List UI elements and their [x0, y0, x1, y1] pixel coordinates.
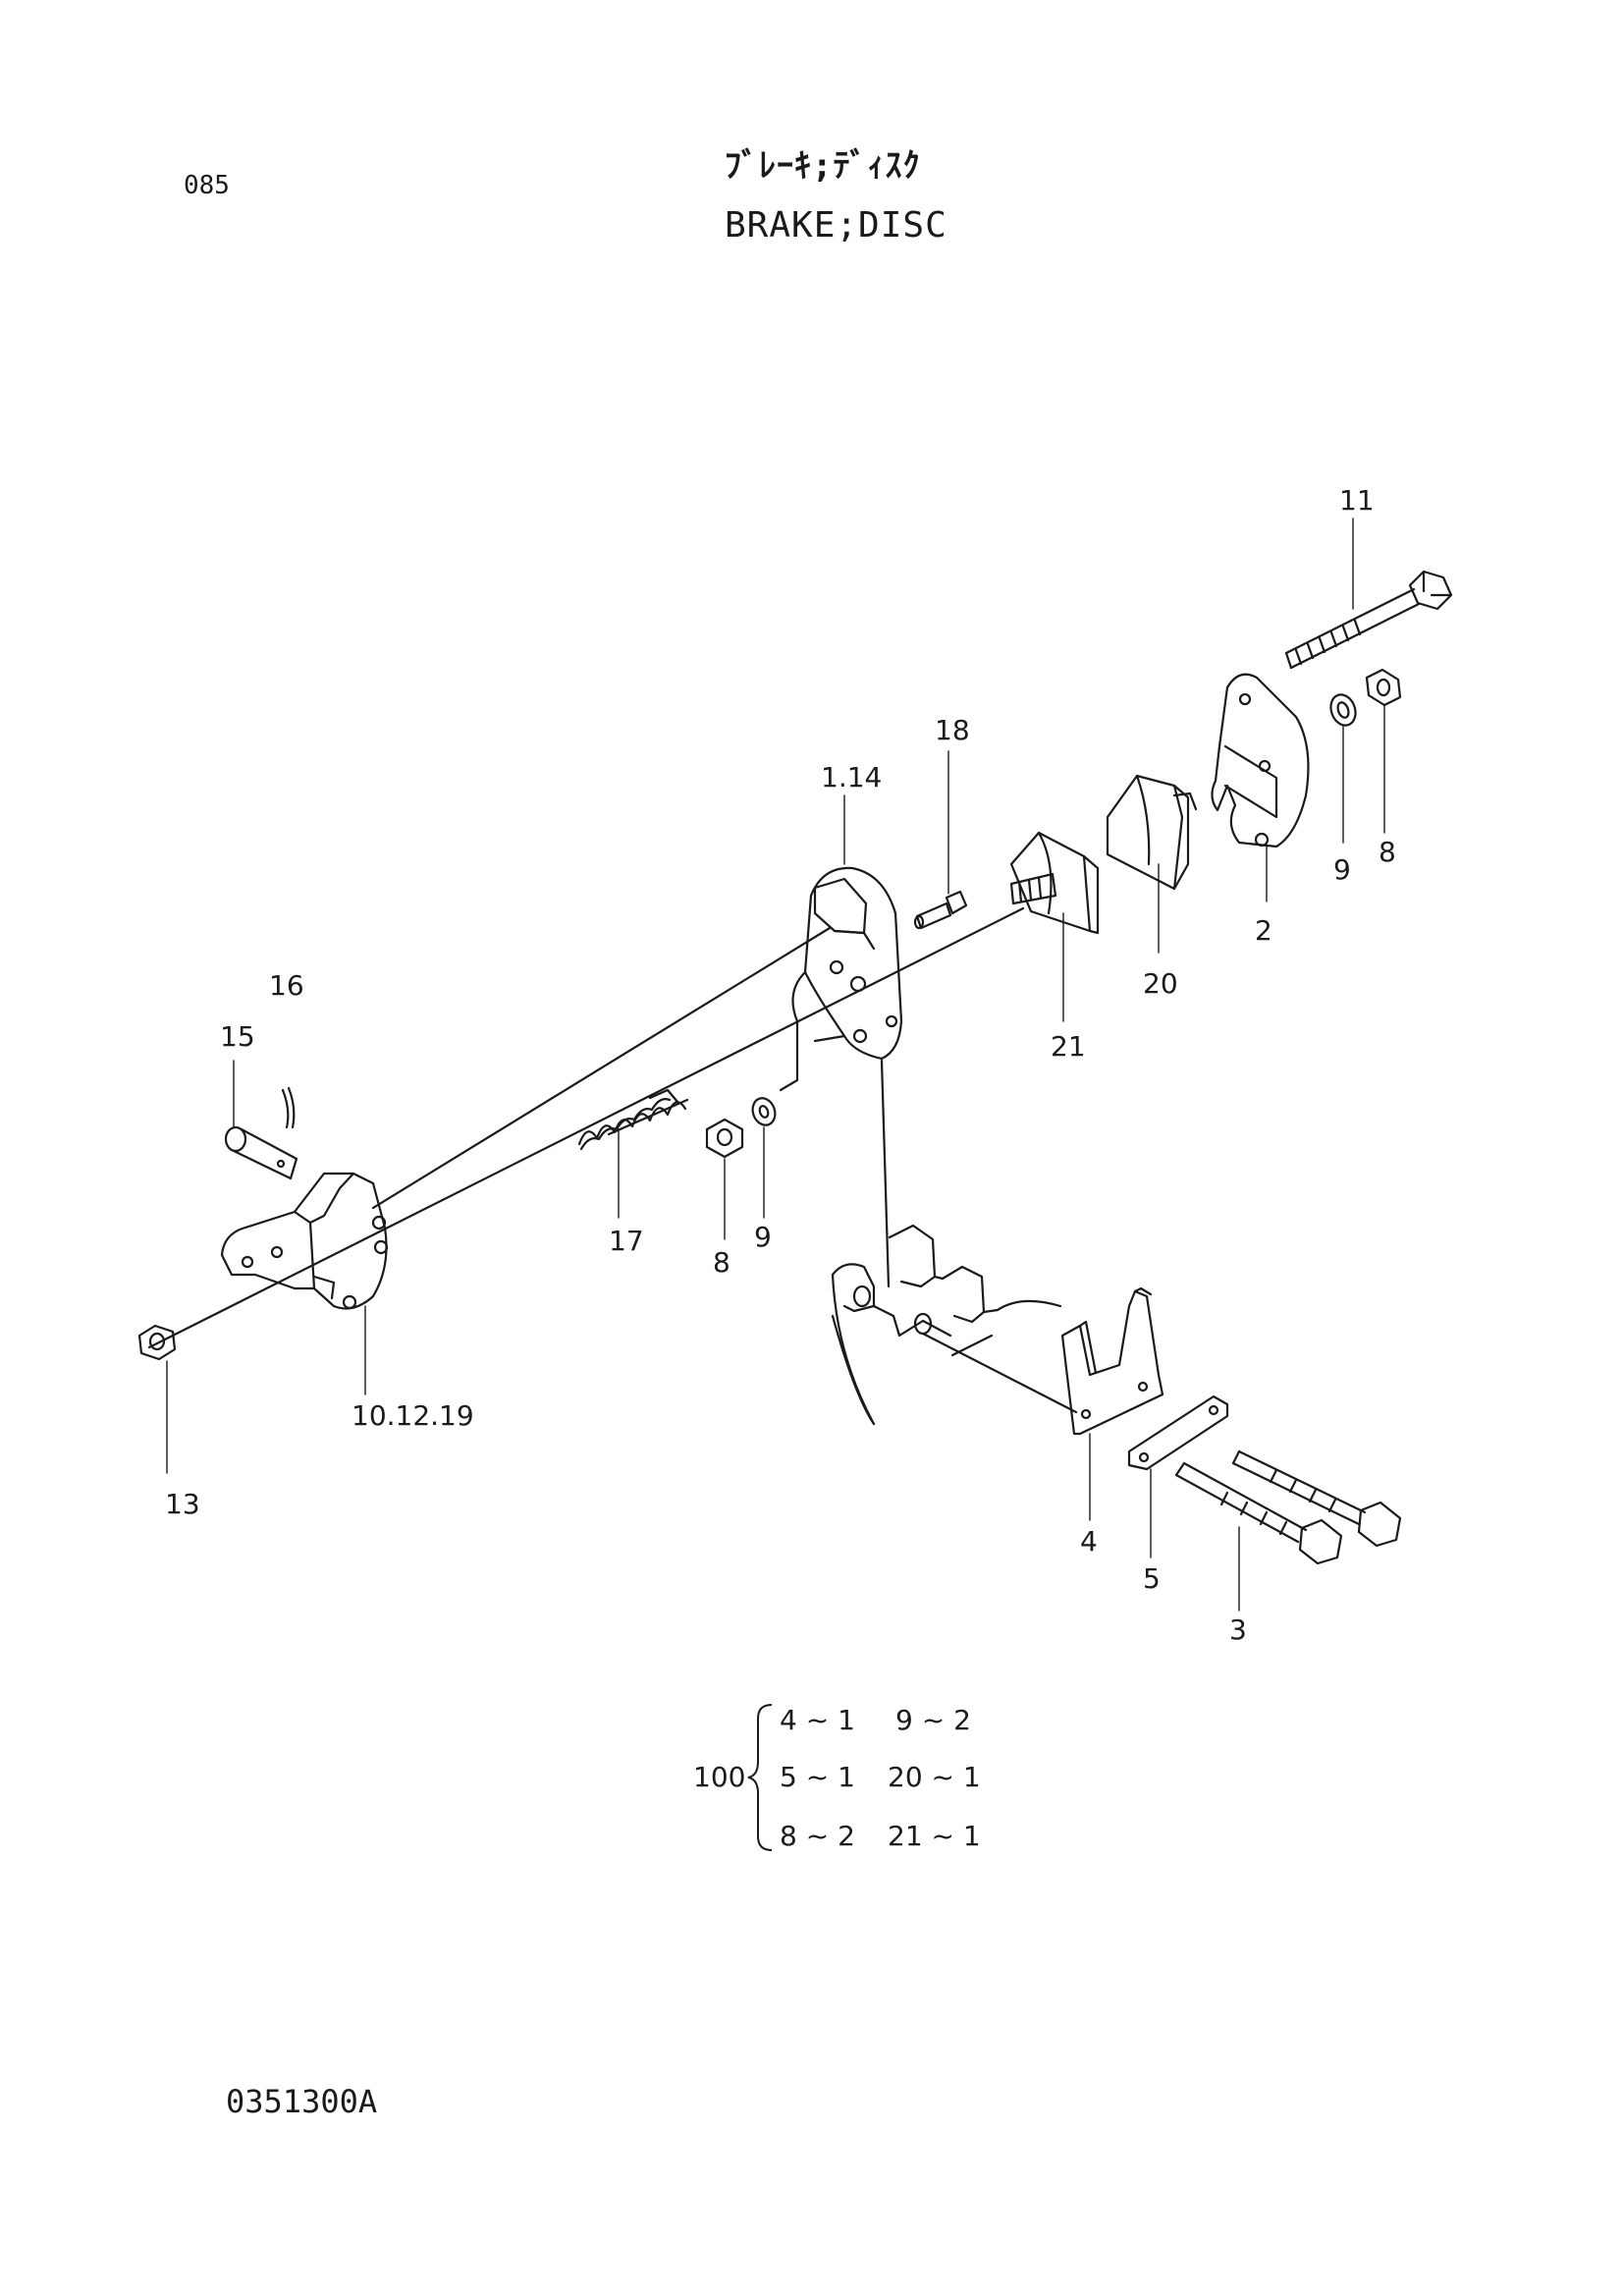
kit-row-1-right: 9 ~ 2 [895, 1704, 971, 1736]
page-number: 085 [184, 171, 230, 200]
callout-1-14: 1.14 [821, 761, 883, 793]
part-10-12-19-bracket [220, 1172, 389, 1310]
part-3-bolts [1174, 1449, 1402, 1565]
callout-3: 3 [1229, 1613, 1247, 1646]
kit-brace [747, 1704, 773, 1851]
part-8-nut-right [1365, 668, 1402, 707]
kit-row-3-right: 21 ~ 1 [888, 1820, 981, 1852]
axis-line-upper [371, 926, 832, 1210]
kit-row-3-left: 8 ~ 2 [780, 1820, 855, 1852]
callout-9-right: 9 [1333, 853, 1351, 886]
callout-8-middle: 8 [713, 1246, 730, 1279]
kit-row-1-left: 4 ~ 1 [780, 1704, 855, 1736]
callout-21: 21 [1051, 1030, 1086, 1063]
callout-18: 18 [935, 714, 970, 746]
mounting-frame [831, 1224, 1078, 1426]
callout-15: 15 [220, 1020, 255, 1053]
title-japanese: ﾌﾞﾚｰｷ;ﾃﾞｨｽｸ [725, 146, 921, 186]
callout-10-12-19: 10.12.19 [352, 1399, 474, 1432]
axis-line-main [147, 906, 1025, 1349]
callout-20: 20 [1143, 967, 1178, 1000]
drawing-number: 0351300A [226, 2083, 378, 2120]
callout-5: 5 [1143, 1562, 1161, 1595]
guide-line-caliper [880, 1059, 891, 1288]
callout-16: 16 [269, 969, 304, 1002]
part-18-bolt [913, 890, 968, 930]
part-8-nut-middle [705, 1118, 744, 1159]
part-21-pad [1009, 831, 1100, 935]
kit-row-2-left: 5 ~ 1 [780, 1761, 855, 1793]
callout-2: 2 [1255, 914, 1272, 947]
part-16-cotter-pin [281, 1086, 296, 1129]
part-5-shim [1127, 1394, 1229, 1471]
kit-number: 100 [693, 1761, 746, 1793]
part-9-washer-right [1329, 693, 1357, 727]
part-15-pin [224, 1125, 298, 1180]
callout-17: 17 [609, 1225, 644, 1257]
callout-8-right: 8 [1379, 836, 1396, 868]
part-17-spring [577, 1088, 687, 1151]
part-13-nut [137, 1324, 177, 1361]
part-20-pad [1106, 774, 1198, 891]
part-2-bracket [1211, 673, 1310, 848]
callout-11: 11 [1339, 484, 1375, 517]
kit-row-2-right: 20 ~ 1 [888, 1761, 981, 1793]
callout-4: 4 [1080, 1525, 1098, 1558]
part-4-plate [1060, 1286, 1164, 1436]
part-1-14-caliper [791, 866, 903, 1061]
guide-line-washer [779, 1019, 799, 1092]
part-11-bolt [1284, 570, 1453, 670]
title-english: BRAKE;DISC [725, 205, 947, 246]
callout-13: 13 [165, 1488, 200, 1520]
callout-9-middle: 9 [754, 1221, 772, 1253]
leader-lines [166, 518, 1385, 1612]
part-9-washer-middle [751, 1097, 777, 1126]
